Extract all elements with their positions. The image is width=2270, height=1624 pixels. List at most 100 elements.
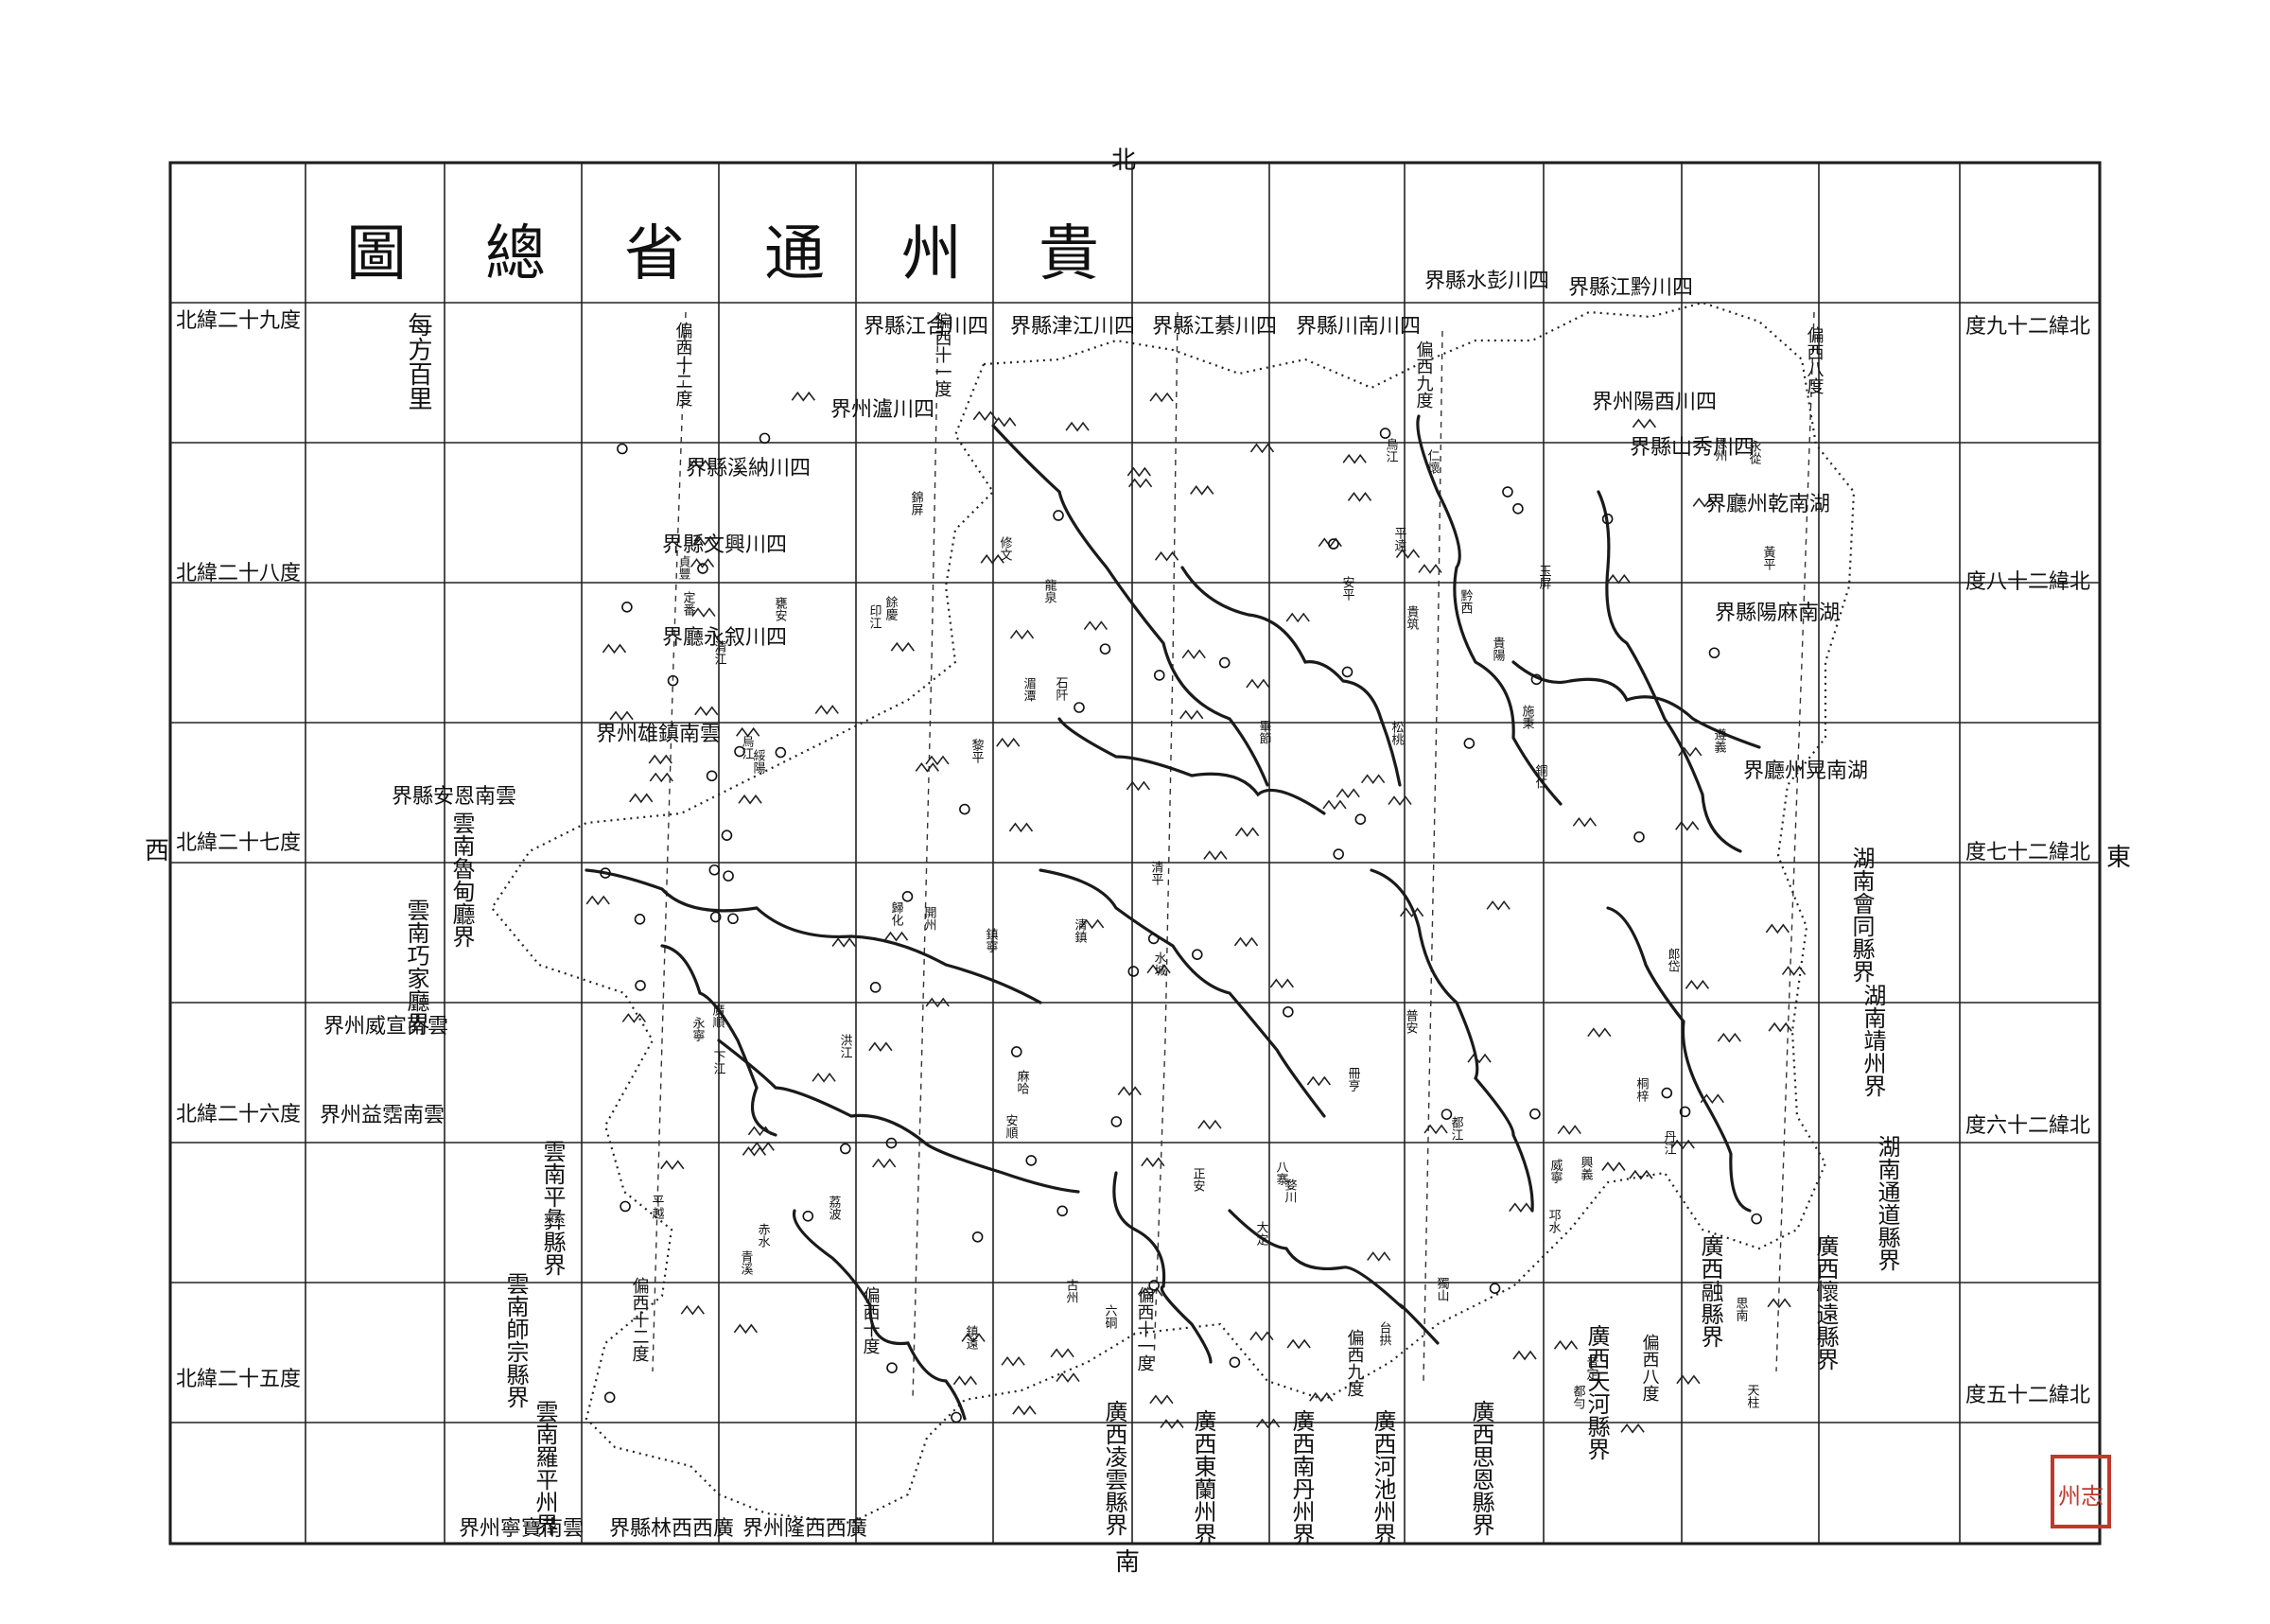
mountain-icon bbox=[1197, 1119, 1222, 1130]
meridian-labels: 偏西十二度 偏西十一度 偏西九度 偏西八度 偏西十二度 偏西十一度 偏西十度 偏… bbox=[630, 312, 1825, 1402]
border-label-south: 廣西東蘭州界 bbox=[1190, 1409, 1216, 1545]
place-label: 下江 bbox=[711, 1050, 726, 1074]
mountain-icon bbox=[952, 1375, 978, 1387]
town-icon bbox=[901, 891, 914, 902]
place-label: 石阡 bbox=[1054, 676, 1069, 701]
mountain-icon bbox=[831, 937, 856, 948]
mountain-icon bbox=[1126, 466, 1151, 478]
border-label-west: 雲南鎮雄州界 bbox=[596, 723, 721, 746]
place-label: 冊亨 bbox=[1346, 1067, 1361, 1091]
mountain-icon bbox=[1768, 1022, 1792, 1033]
town-icon bbox=[1110, 1116, 1123, 1127]
town-icon bbox=[697, 563, 708, 574]
border-label-north: 四川納溪縣界 bbox=[686, 457, 811, 480]
mountain-icon bbox=[1486, 899, 1510, 911]
mountain-icon bbox=[1285, 612, 1310, 623]
mountain-icon bbox=[1418, 564, 1442, 574]
town-icon bbox=[775, 746, 787, 759]
mountain-icon bbox=[1685, 979, 1710, 990]
town-icon bbox=[840, 1143, 851, 1155]
svg-text:州志: 州志 bbox=[2058, 1483, 2104, 1510]
place-label: 永寧 bbox=[690, 1017, 706, 1041]
town-icon bbox=[1010, 1046, 1022, 1057]
mountain-icon bbox=[1141, 1157, 1165, 1168]
town-icon bbox=[1191, 949, 1203, 960]
mountain-icon bbox=[1509, 1202, 1533, 1213]
mountain-icon bbox=[1347, 492, 1372, 502]
mountain-icon bbox=[1286, 1338, 1311, 1350]
grid-lines bbox=[169, 162, 2101, 1545]
town-icon bbox=[1099, 643, 1111, 655]
meridian-label: 偏西十一度 bbox=[1135, 1286, 1155, 1371]
mountain-icon bbox=[1606, 573, 1631, 585]
place-label: 丹江 bbox=[1662, 1130, 1677, 1155]
place-label: 天柱 bbox=[1745, 1384, 1760, 1409]
town-icon bbox=[1053, 510, 1064, 521]
place-label: 松桃 bbox=[1389, 721, 1405, 746]
mountain-icon bbox=[1234, 827, 1260, 838]
town-icon bbox=[1056, 1205, 1068, 1217]
town-icon bbox=[959, 803, 970, 815]
place-label: 甕安 bbox=[773, 596, 788, 621]
place-label: 洪江 bbox=[838, 1034, 853, 1058]
place-label: 貞豐 bbox=[676, 555, 691, 580]
mountain-icon bbox=[1083, 620, 1109, 631]
border-labels: 四川合江縣界 四川綦江縣界 四川南川縣界 四川彭水縣界 四川黔江縣界 四川酉陽州… bbox=[320, 270, 1900, 1545]
mountain-icon bbox=[1767, 1298, 1791, 1309]
mountain-icon bbox=[691, 607, 716, 618]
river bbox=[585, 868, 1042, 1004]
mountain-icon bbox=[680, 1304, 705, 1316]
border-label-east: 湖南通道縣界 bbox=[1874, 1135, 1900, 1271]
border-label-east: 湖南靖州界 bbox=[1860, 984, 1886, 1097]
place-label: 印江 bbox=[867, 604, 882, 629]
meridian-label: 偏西八度 bbox=[1805, 326, 1825, 394]
mountain-icon bbox=[1399, 907, 1424, 918]
compass-west: 西 bbox=[145, 837, 169, 865]
meridian-label: 偏西十二度 bbox=[630, 1277, 650, 1362]
border-label-north: 四川黔江縣界 bbox=[1568, 276, 1693, 300]
place-label: 平遠 bbox=[1392, 527, 1407, 552]
place-label: 黃平 bbox=[1761, 546, 1776, 570]
title-character: 圖 bbox=[346, 219, 407, 289]
border-label-south: 廣西西隆州界 bbox=[742, 1517, 867, 1541]
mountain-icon bbox=[1146, 964, 1171, 975]
river bbox=[1180, 566, 1402, 787]
place-label: 邛水 bbox=[1546, 1209, 1562, 1233]
title-character: 省 bbox=[624, 219, 685, 289]
mountain-icon bbox=[1781, 966, 1807, 976]
town-icon bbox=[1441, 1109, 1453, 1120]
town-icon bbox=[1025, 1155, 1038, 1166]
border-label-south: 廣西懷遠縣界 bbox=[1812, 1234, 1839, 1371]
town-icon bbox=[1633, 831, 1645, 843]
town-icon bbox=[951, 1411, 962, 1423]
mountain-icon bbox=[1050, 1348, 1074, 1359]
mountain-icon bbox=[791, 391, 815, 402]
place-label: 思州 bbox=[1713, 437, 1728, 462]
mountain-icon bbox=[1117, 1086, 1142, 1096]
latitude-left-labels: 北緯二十九度 北緯二十八度 北緯二十七度 北緯二十六度 北緯二十五度 bbox=[176, 309, 301, 1391]
border-label-south: 廣西西林縣界 bbox=[609, 1517, 734, 1541]
mountain-icon bbox=[1360, 774, 1386, 785]
border-label-west: 雲南巧家廳界 bbox=[403, 899, 429, 1035]
mountain-icon bbox=[1154, 550, 1179, 562]
mountain-icon bbox=[1249, 1331, 1274, 1342]
mountain-icon bbox=[1233, 936, 1259, 948]
mountain-icon bbox=[694, 706, 719, 717]
place-label: 施秉 bbox=[1520, 705, 1535, 729]
mountain-icon bbox=[733, 1323, 758, 1335]
place-label: 赤水 bbox=[756, 1223, 771, 1248]
town-icon bbox=[635, 980, 646, 991]
border-label-north: 四川合江縣界 bbox=[864, 315, 988, 339]
town-icon bbox=[1463, 738, 1476, 749]
border-label-west: 雲南平彝縣界 bbox=[539, 1140, 566, 1276]
latitude-left-28: 北緯二十八度 bbox=[176, 562, 301, 585]
town-icon bbox=[709, 911, 722, 923]
place-label: 烏江 bbox=[740, 734, 755, 760]
mountain-icon bbox=[621, 1013, 646, 1023]
place-label: 定番 bbox=[681, 591, 696, 617]
mountain-icon bbox=[1056, 1372, 1080, 1383]
town-icon bbox=[708, 864, 721, 876]
mountain-icon bbox=[648, 754, 672, 765]
mountain-icon bbox=[1179, 709, 1204, 721]
place-label: 黎平 bbox=[969, 739, 985, 763]
